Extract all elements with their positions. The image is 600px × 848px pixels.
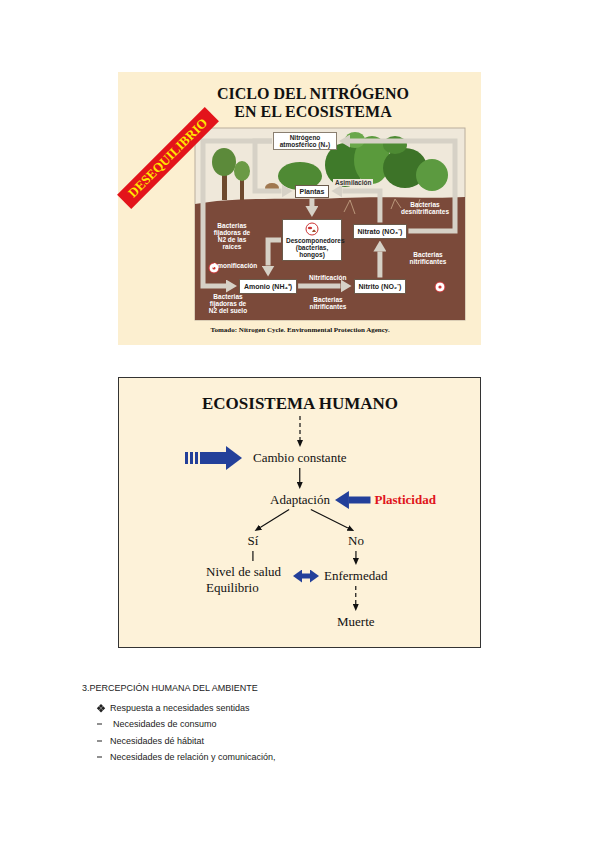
slide-panel (118, 72, 481, 345)
node-text: Nitrógeno atmosférico (N₂) (277, 134, 333, 148)
bacteria-label: Bacterias fijadoras de N2 de las raíces (210, 222, 254, 250)
decomposer-icon (304, 222, 320, 236)
node-text: Cambio constante (253, 450, 347, 466)
bacteria-label: Bacterias nitrificantes (304, 296, 352, 310)
pool-box: Amonio (NH₄⁺) (239, 279, 297, 294)
arrow-shaft (200, 452, 226, 464)
bullet-marks (97, 704, 105, 758)
bacteria-dot (438, 285, 441, 288)
dash-bullet (97, 724, 102, 725)
source-note: Tomado: Nitrogen Cycle. Environmental Pr… (211, 326, 390, 334)
slide-title: CICLO DEL NITRÓGENO EN EL ECOSISTEMA (204, 85, 422, 122)
node-text: Nivel de salud Equilibrio (206, 564, 288, 596)
flow-factor: Plasticidad (372, 491, 439, 509)
node-text: DESEQUILIBRIO (120, 110, 216, 206)
flow-step: Adaptación (267, 491, 333, 509)
pool-box: Plantas (295, 185, 330, 198)
dash-bullet (97, 741, 102, 742)
section-heading: 3.PERCEPCIÓN HUMANA DEL AMBIENTE (82, 683, 258, 693)
arrow-stripe (195, 452, 198, 464)
arrow-stripe (190, 452, 193, 464)
connector (252, 551, 253, 561)
node-text: No (348, 533, 364, 549)
connector (350, 141, 455, 231)
connector (355, 551, 356, 558)
node-text: Enfermedad (324, 568, 388, 584)
list-item: Necesidades de consumo (113, 719, 217, 729)
icon-mushroom (312, 230, 316, 233)
node-text: Amonio (NH₄⁺) (244, 282, 292, 291)
outcome: Muerte (334, 613, 378, 631)
cycle-frame (195, 128, 465, 320)
connector (342, 191, 380, 223)
connector (261, 510, 290, 528)
pool-box: Nitrito (NO₂⁻) (354, 279, 407, 294)
edge-label: Amonificación (213, 262, 258, 269)
outcome: Nivel de salud Equilibrio (203, 563, 291, 597)
slide-title: ECOSISTEMA HUMANO (199, 393, 401, 415)
arrow-head (226, 446, 242, 470)
connector (311, 509, 348, 528)
list-item: Necesidades de relación y comunicación, (110, 752, 276, 762)
trees (212, 148, 250, 200)
icon-bacterium (308, 227, 312, 229)
bacteria-icon (435, 282, 445, 292)
arrow-stripe (185, 452, 188, 464)
branch-label: No (345, 532, 367, 550)
slide-panel (119, 378, 481, 648)
decomposer-box: Descomponedores (bacterias, hongos) (282, 219, 342, 261)
pool-box: Nitrato (NO₃⁻) (353, 224, 408, 239)
outcome: Enfermedad (321, 567, 391, 585)
connector (299, 468, 300, 482)
bacteria-label: Bacterias fijadoras de N2 del suelo (206, 293, 250, 314)
tree-crown (234, 161, 250, 181)
warning-banner: DESEQUILIBRIO (117, 107, 219, 209)
node-text: Descomponedores (bacterias, hongos) (286, 237, 338, 258)
tree-crown (212, 148, 236, 176)
connector (349, 497, 371, 504)
diamond-bullet (97, 704, 105, 713)
list-item: Necesidades dé hábitat (110, 736, 204, 746)
soil (195, 197, 465, 320)
connector (268, 240, 281, 266)
connector (309, 199, 314, 207)
icon-ring (306, 223, 318, 235)
bacteria-label: Bacterias desnitrificantes (396, 201, 454, 215)
node-text: Nitrato (NO₃⁻) (358, 227, 403, 236)
node-text: Plantas (300, 188, 325, 195)
flow-step: Cambio constante (250, 449, 350, 467)
connector (355, 586, 356, 604)
connector (299, 416, 300, 440)
edge-label: Asimilación (333, 179, 373, 186)
node-text: Nitrito (NO₂⁻) (359, 282, 402, 291)
connector (377, 252, 382, 278)
branch-label: Sí (245, 532, 262, 550)
change-arrow (185, 446, 242, 470)
pool-box: Nitrógeno atmosférico (N₂) (273, 132, 337, 150)
list-item: Respuesta a necesidades sentidas (110, 703, 250, 713)
connector (302, 574, 310, 579)
connector (298, 284, 340, 289)
node-text: Plasticidad (375, 492, 436, 508)
bacteria-label: Bacterias nitrificantes (403, 251, 453, 265)
connector (203, 141, 272, 286)
node-text: ECOSISTEMA HUMANO (202, 394, 398, 414)
node-text: Muerte (337, 614, 375, 630)
node-text: Adaptación (270, 492, 330, 508)
dash-bullet (97, 757, 102, 758)
plant-leaves (416, 159, 448, 191)
node-text: Sí (248, 533, 259, 549)
edge-label: Nitrificación (309, 274, 347, 281)
